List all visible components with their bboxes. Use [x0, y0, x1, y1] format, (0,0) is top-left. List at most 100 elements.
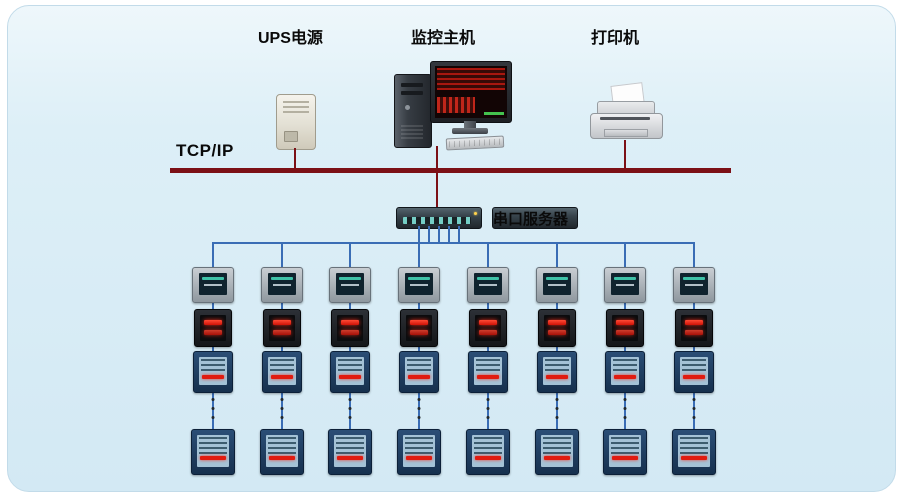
- meter-lcd-area: [613, 359, 637, 373]
- scada-window: [437, 68, 505, 90]
- tcpip-bus-line: [170, 168, 731, 173]
- power-meter: [672, 429, 716, 475]
- meter-display: [405, 357, 433, 385]
- scada-window: [437, 97, 475, 113]
- ellipsis-dot: [348, 416, 352, 419]
- server-drop-line: [458, 226, 460, 244]
- ellipsis-dot: [211, 407, 215, 410]
- ellipsis-dot: [280, 407, 284, 410]
- ellipsis-dot: [692, 416, 696, 419]
- lcd-readout-line: [683, 277, 705, 280]
- power-meter: [400, 309, 438, 347]
- lcd-readout-line: [410, 284, 428, 286]
- more-meters-ellipsis: [280, 398, 284, 419]
- tower-drive-slot: [401, 91, 423, 95]
- more-meters-ellipsis: [348, 398, 352, 419]
- meter-display: [268, 357, 296, 385]
- tower-drive-slot: [401, 83, 423, 87]
- more-meters-ellipsis: [623, 398, 627, 419]
- ellipsis-dot: [692, 398, 696, 401]
- branch-line: [281, 242, 283, 452]
- meter-display: [472, 435, 504, 467]
- meter-display: [336, 357, 364, 385]
- ellipsis-dot: [692, 407, 696, 410]
- led-digits-row: [479, 330, 497, 335]
- power-meter: [606, 309, 644, 347]
- led-digits-row: [204, 330, 222, 335]
- ellipsis-dot: [486, 416, 490, 419]
- server-connector-line: [436, 173, 438, 207]
- meter-lcd-area: [682, 359, 706, 373]
- led-digits-row: [337, 456, 363, 460]
- ups-device-icon: [276, 94, 316, 150]
- power-meter: [194, 309, 232, 347]
- power-meter: [260, 429, 304, 475]
- power-meter: [605, 351, 645, 393]
- more-meters-ellipsis: [486, 398, 490, 419]
- power-meter: [193, 351, 233, 393]
- led-digits-row: [410, 320, 428, 325]
- meter-lcd-area: [268, 437, 296, 454]
- power-meter: [675, 309, 713, 347]
- lcd-readout-line: [408, 277, 430, 280]
- power-meter: [263, 309, 301, 347]
- printer-connector-line: [624, 140, 626, 170]
- meter-display: [405, 273, 433, 295]
- server-drop-line: [448, 226, 450, 244]
- lcd-readout-line: [548, 284, 566, 286]
- meter-display: [612, 315, 638, 341]
- server-led-icon: [474, 212, 477, 215]
- led-digits-row: [477, 375, 499, 379]
- branch-line: [487, 242, 489, 452]
- led-digits-row: [406, 456, 432, 460]
- meter-display: [199, 357, 227, 385]
- led-digits-row: [544, 456, 570, 460]
- printer-tray: [604, 129, 648, 137]
- lcd-readout-line: [616, 284, 634, 286]
- led-digits-row: [683, 375, 705, 379]
- meter-display: [541, 435, 573, 467]
- power-meter: [262, 351, 302, 393]
- power-meter: [328, 429, 372, 475]
- power-meter: [536, 267, 578, 303]
- meter-lcd-area: [201, 359, 225, 373]
- meter-lcd-area: [336, 437, 364, 454]
- ellipsis-dot: [348, 398, 352, 401]
- ellipsis-dot: [211, 416, 215, 419]
- server-drop-line: [418, 226, 420, 244]
- led-digits-row: [273, 320, 291, 325]
- led-digits-row: [271, 375, 293, 379]
- ellipsis-dot: [280, 398, 284, 401]
- meter-display: [334, 435, 366, 467]
- scada-statusbar: [484, 112, 504, 115]
- led-digits-row: [685, 330, 703, 335]
- led-digits-row: [273, 330, 291, 335]
- meter-display: [681, 315, 707, 341]
- monitor-screen: [435, 66, 507, 118]
- power-meter: [538, 309, 576, 347]
- power-meter: [674, 351, 714, 393]
- led-digits-row: [616, 330, 634, 335]
- serial-server-label: 串口服务器: [492, 207, 578, 229]
- led-digits-row: [548, 330, 566, 335]
- printer-output-slot: [600, 117, 650, 120]
- meter-lcd-area: [199, 437, 227, 454]
- meter-lcd-area: [474, 437, 502, 454]
- power-meter: [469, 309, 507, 347]
- meter-display: [474, 273, 502, 295]
- ellipsis-dot: [623, 416, 627, 419]
- ellipsis-dot: [555, 398, 559, 401]
- meter-display: [200, 315, 226, 341]
- power-meter: [329, 267, 371, 303]
- ups-label: UPS电源: [258, 30, 323, 47]
- tcpip-label: TCP/IP: [176, 141, 234, 160]
- led-digits-row: [202, 375, 224, 379]
- ups-front-panel: [284, 131, 298, 142]
- power-meter: [604, 267, 646, 303]
- power-meter: [330, 351, 370, 393]
- meter-display: [680, 273, 708, 295]
- meter-display: [197, 435, 229, 467]
- ellipsis-dot: [623, 407, 627, 410]
